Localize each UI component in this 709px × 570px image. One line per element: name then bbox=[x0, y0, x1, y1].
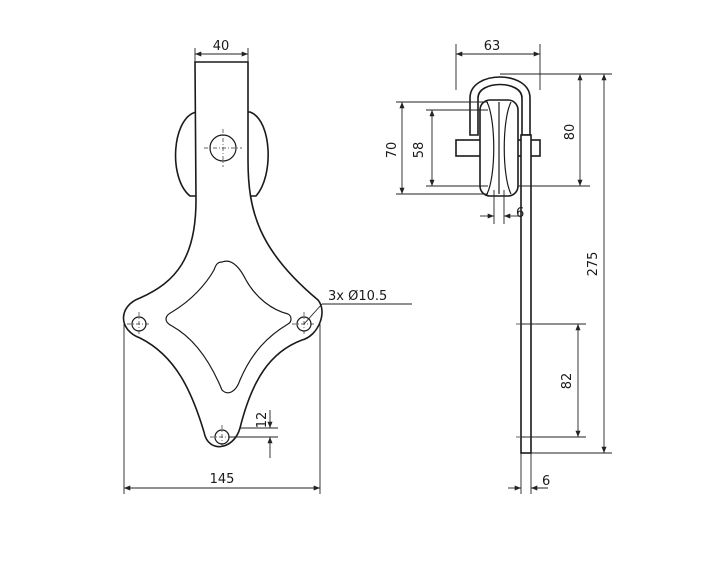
side-plate bbox=[520, 134, 532, 454]
front-hanger-body bbox=[122, 61, 323, 448]
front-dim-top-width: 40 bbox=[213, 39, 230, 54]
side-dim-wheel-height: 80 bbox=[563, 124, 578, 141]
side-dim-hole-spacing: 82 bbox=[560, 373, 575, 390]
side-dim-overall-height: 275 bbox=[586, 252, 601, 277]
side-dim-groove-width: 6 bbox=[516, 206, 524, 221]
side-dim-top-width: 63 bbox=[484, 39, 501, 54]
front-dim-hole-callout: 3x Ø10.5 bbox=[328, 289, 387, 304]
front-dim-overall-width: 145 bbox=[210, 472, 235, 487]
side-dim-wheel-outer: 70 bbox=[385, 142, 400, 159]
front-diamond-cutout bbox=[165, 260, 292, 394]
front-view: 40 3x Ø10.5 12 145 bbox=[122, 39, 412, 494]
side-dim-wheel-groove: 58 bbox=[412, 142, 427, 159]
front-dim-hole-offset: 12 bbox=[255, 412, 270, 429]
side-view: 63 70 58 80 6 275 82 bbox=[385, 39, 612, 494]
side-dim-plate-thickness: 6 bbox=[542, 474, 550, 489]
